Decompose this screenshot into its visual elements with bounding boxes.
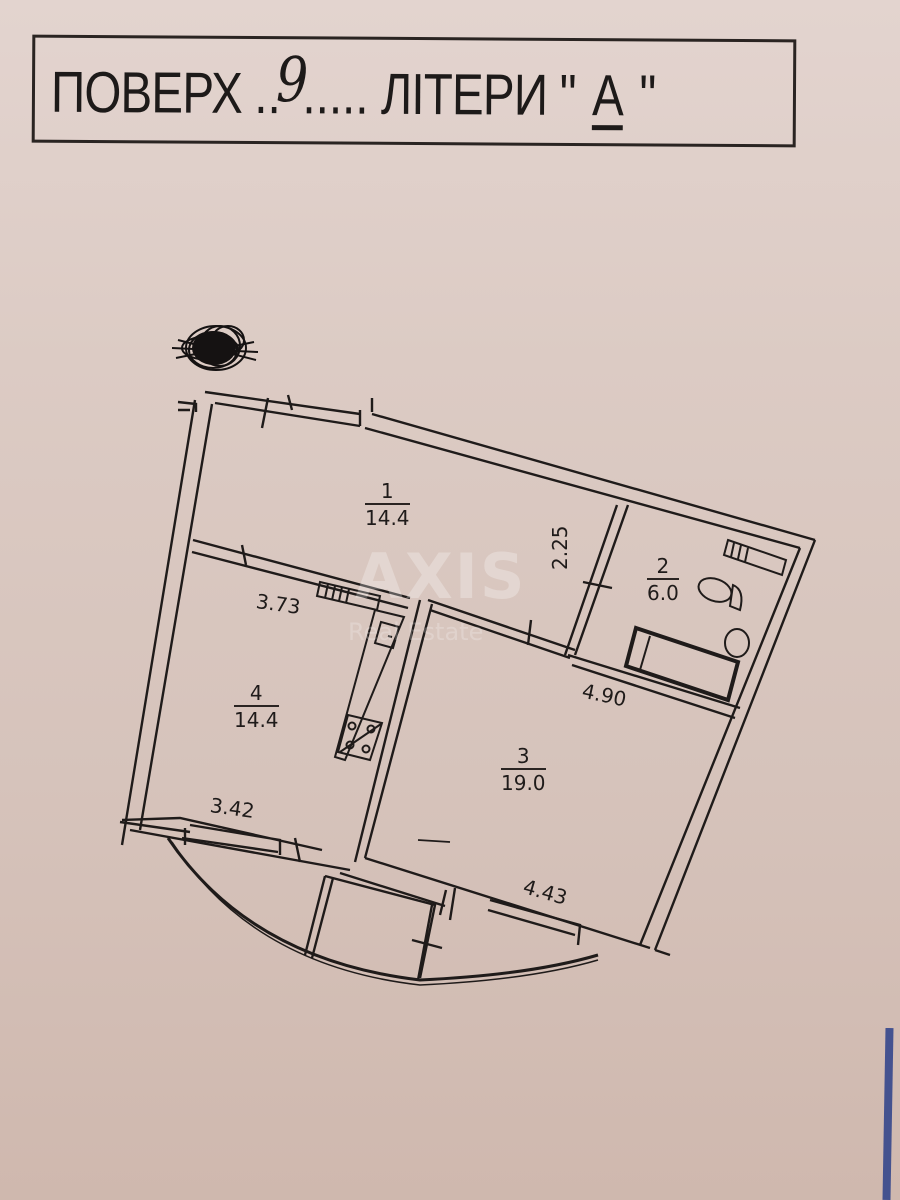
partition-1-3: [427, 598, 576, 660]
room-area: 14.4: [365, 506, 410, 530]
watermark-brand: AXIS: [355, 540, 527, 613]
redaction-scribble: [171, 325, 259, 371]
living-bottom-wall: [339, 856, 651, 950]
room-number: 3: [501, 745, 546, 770]
room-label-1: 1 14.4: [365, 480, 410, 529]
room-number: 2: [647, 555, 679, 580]
kitchen-counter: [333, 608, 406, 762]
room-number: 1: [365, 480, 410, 505]
bathtub-icon: [623, 625, 741, 703]
partition-1-4: [191, 538, 411, 610]
kitchen-partition-wall: [353, 599, 434, 863]
left-exterior-wall: [120, 399, 214, 846]
room-label-2: 2 6.0: [647, 555, 679, 604]
balcony-arc: [166, 837, 599, 982]
sink-icon: [724, 628, 750, 658]
bathroom-bottom-wall: [567, 653, 741, 720]
room-area: 19.0: [501, 771, 546, 795]
room-area: 14.4: [234, 708, 279, 732]
right-exterior-wall: [638, 539, 817, 951]
watermark-subtitle: Real Estate: [348, 618, 484, 646]
room-label-4: 4 14.4: [234, 682, 279, 731]
room-area: 6.0: [647, 581, 679, 605]
top-exterior-wall: [204, 390, 361, 428]
bathroom-left-wall: [563, 504, 630, 656]
dimension-corridor-width: 2.25: [548, 525, 572, 570]
kitchen-bottom-wall: [119, 820, 351, 872]
balcony-partition: [303, 875, 335, 959]
room-label-3: 3 19.0: [501, 745, 546, 794]
kitchen-sink-icon: [373, 620, 401, 650]
stove-icon: [336, 713, 384, 762]
room-number: 4: [234, 682, 279, 707]
radiator-icon: [722, 538, 788, 577]
toilet-icon: [697, 577, 743, 612]
